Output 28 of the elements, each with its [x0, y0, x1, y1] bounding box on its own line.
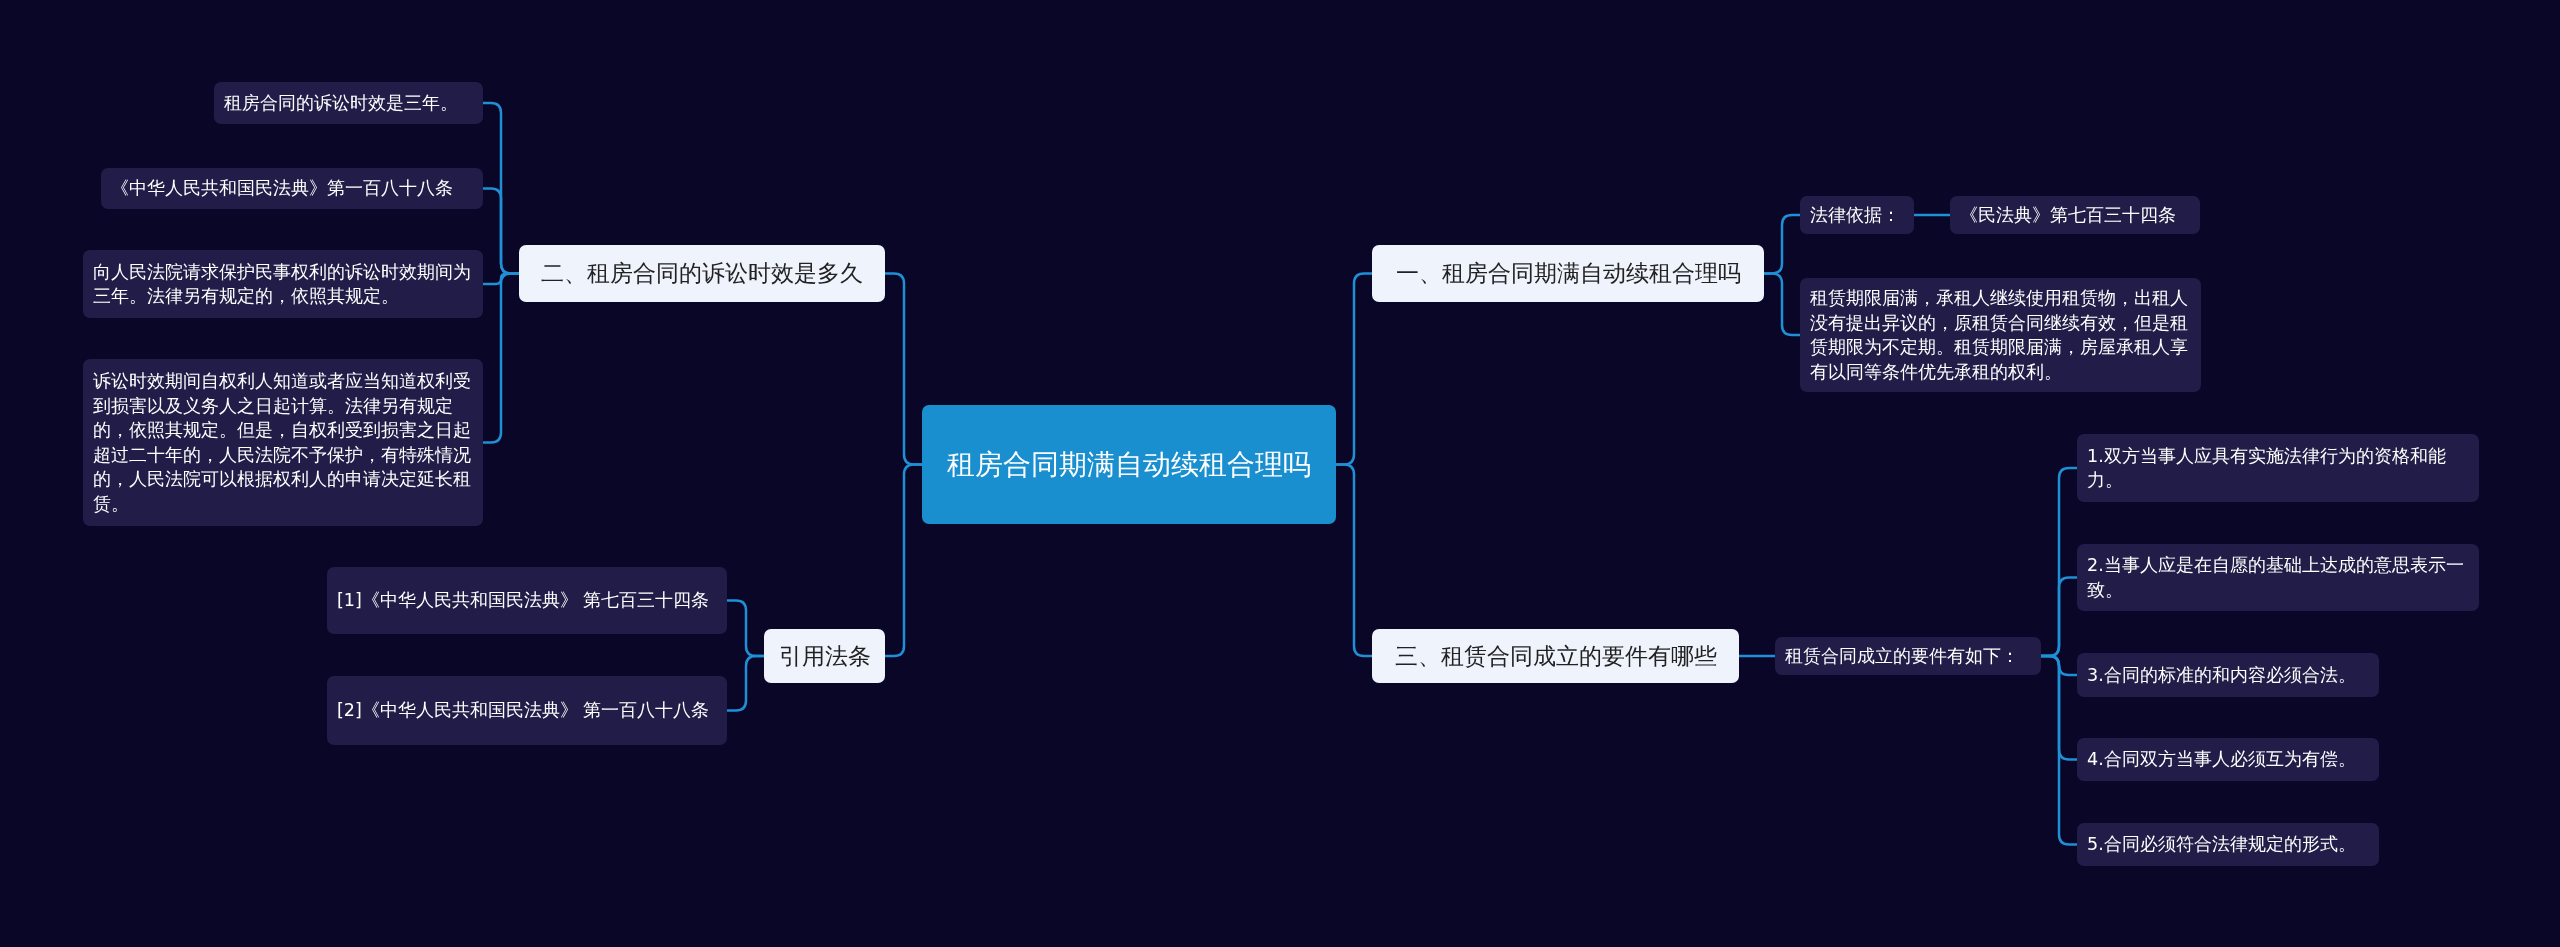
note-box: 向人民法院请求保护民事权利的诉讼时效期间为三年。法律另有规定的，依照其规定。: [83, 250, 483, 318]
connector-line: [483, 272, 519, 444]
connector-line: [2041, 654, 2077, 846]
topic-box: 一、租房合同期满自动续租合理吗: [1372, 245, 1764, 302]
connector-line: [1336, 463, 1372, 658]
topic-box: 引用法条: [764, 629, 885, 683]
note-box: [1]《中华人民共和国民法典》 第七百三十四条: [327, 567, 727, 634]
note-box: 1.双方当事人应具有实施法律行为的资格和能力。: [2077, 434, 2479, 502]
connector-line: [885, 463, 922, 658]
note-box: 租赁期限届满，承租人继续使用租赁物，出租人没有提出异议的，原租赁合同继续有效，但是租赁期限为不定期。租赁期限届满，房屋承租人享有以同等条件优先承租的权利。: [1800, 278, 2201, 392]
connector-line: [1914, 213, 1950, 217]
note-box: 5.合同必须符合法律规定的形式。: [2077, 823, 2379, 866]
connector-line: [1764, 272, 1800, 337]
note-box: 租赁合同成立的要件有如下：: [1775, 637, 2041, 675]
note-box: [2]《中华人民共和国民法典》 第一百八十八条: [327, 676, 727, 745]
note-box: 租房合同的诉讼时效是三年。: [214, 82, 483, 124]
note-box: 《中华人民共和国民法典》第一百八十八条: [101, 168, 483, 209]
note-box: 诉讼时效期间自权利人知道或者应当知道权利受到损害以及义务人之日起计算。法律另有规定的，依照其规定。但是，自权利受到损害之日起超过二十年的，人民法院不予保护，有特殊情况的，人民法院可以根据权利人的申请决定延长租赁。: [83, 359, 483, 526]
connector-line: [1739, 654, 1775, 658]
topic-box: 三、租赁合同成立的要件有哪些: [1372, 629, 1739, 683]
note-box: 《民法典》第七百三十四条: [1950, 196, 2200, 234]
topic-box: 二、租房合同的诉讼时效是多久: [519, 245, 885, 302]
note-box: 4.合同双方当事人必须互为有偿。: [2077, 738, 2379, 781]
note-box: 法律依据：: [1800, 196, 1914, 234]
note-box: 3.合同的标准的和内容必须合法。: [2077, 653, 2379, 697]
note-box: 2.当事人应是在自愿的基础上达成的意思表示一致。: [2077, 544, 2479, 611]
central-topic: 租房合同期满自动续租合理吗: [922, 405, 1336, 524]
connector-line: [727, 654, 764, 712]
